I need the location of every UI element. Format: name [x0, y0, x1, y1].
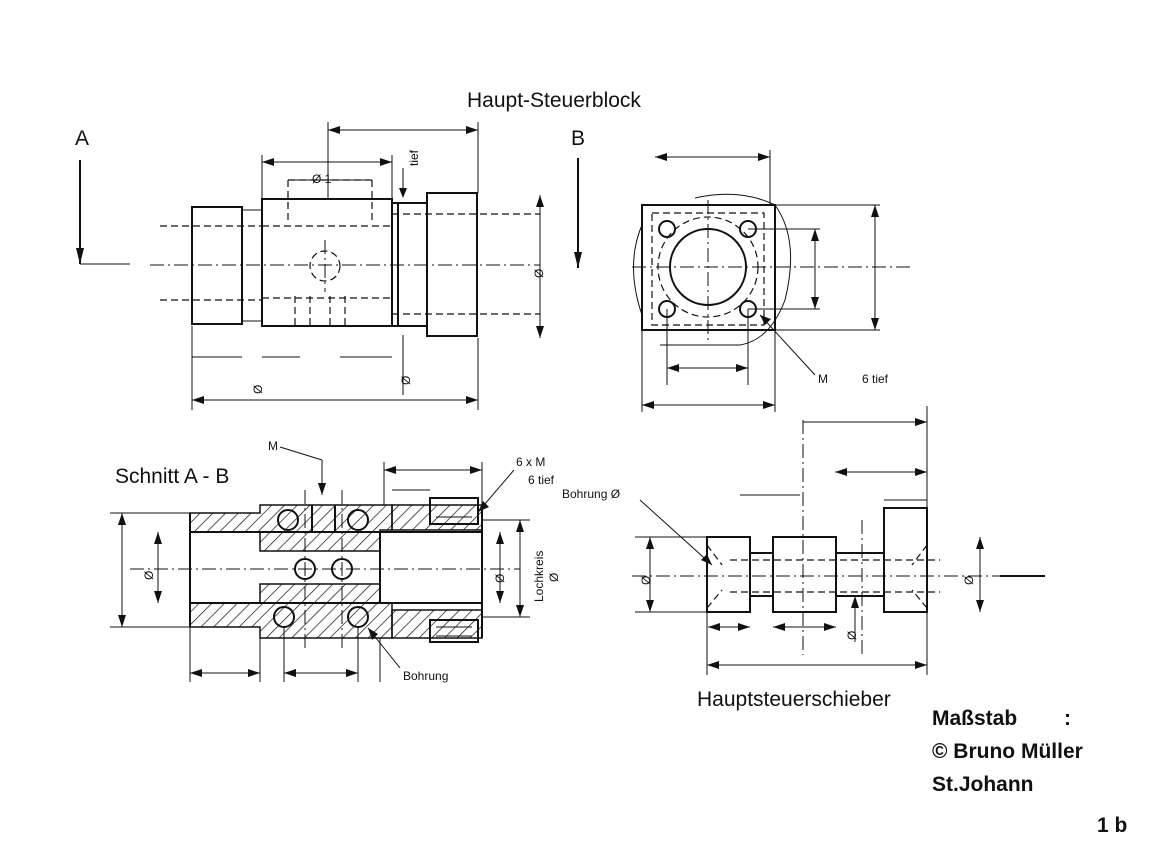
main-block-title: Haupt-Steuerblock [467, 89, 641, 112]
front-view: Ø 1 tief Ø Ø Ø [150, 122, 546, 410]
section-marker-b: B [571, 127, 585, 268]
bohrung-label: Bohrung [403, 669, 448, 683]
copyright-text: © Bruno Müller [932, 740, 1083, 763]
front-dia-right: Ø [532, 269, 546, 278]
section-marker-a: A [75, 127, 130, 265]
front-dia-bottom: Ø [251, 385, 265, 394]
section-title: Schnitt A - B [115, 465, 229, 488]
location-text: St.Johann [932, 773, 1034, 796]
svg-text:A: A [75, 127, 89, 150]
lochkreis-dia: Ø [547, 573, 561, 582]
front-dia-small: Ø [399, 376, 413, 385]
section-view: Ø Ø Lochkreis Ø M 6 x M 6 tief [110, 439, 561, 683]
scale-colon: : [1064, 707, 1071, 730]
spool-dia-left: Ø [639, 576, 653, 585]
side-view: M 6 tief [632, 150, 910, 412]
lochkreis-label: Lochkreis [532, 551, 546, 602]
spool-view: Bohrung Ø Ø Ø Ø [562, 406, 1045, 675]
section-bore-dia: Ø [142, 571, 156, 580]
svg-text:B: B [571, 127, 585, 150]
scale-label: Maßstab [932, 707, 1017, 730]
depth-label: tief [407, 149, 421, 166]
section-thread-label: M [268, 439, 278, 453]
sheet-number: 1 b [1097, 814, 1127, 837]
spool-dia-mid: Ø [845, 631, 859, 640]
flange-threads-label: 6 x M [516, 455, 545, 469]
flange-threads-depth: 6 tief [528, 473, 555, 487]
title-block: Maßstab : © Bruno Müller St.Johann 1 b [932, 707, 1127, 837]
side-thread-depth: 6 tief [862, 372, 889, 386]
top-bore-dim: Ø 1 [312, 172, 332, 186]
spool-title: Hauptsteuerschieber [697, 688, 891, 711]
section-bore-dia-right: Ø [493, 574, 507, 583]
spool-dia-right: Ø [962, 576, 976, 585]
spool-bore-label: Bohrung Ø [562, 487, 620, 501]
side-thread-label: M [818, 372, 828, 386]
